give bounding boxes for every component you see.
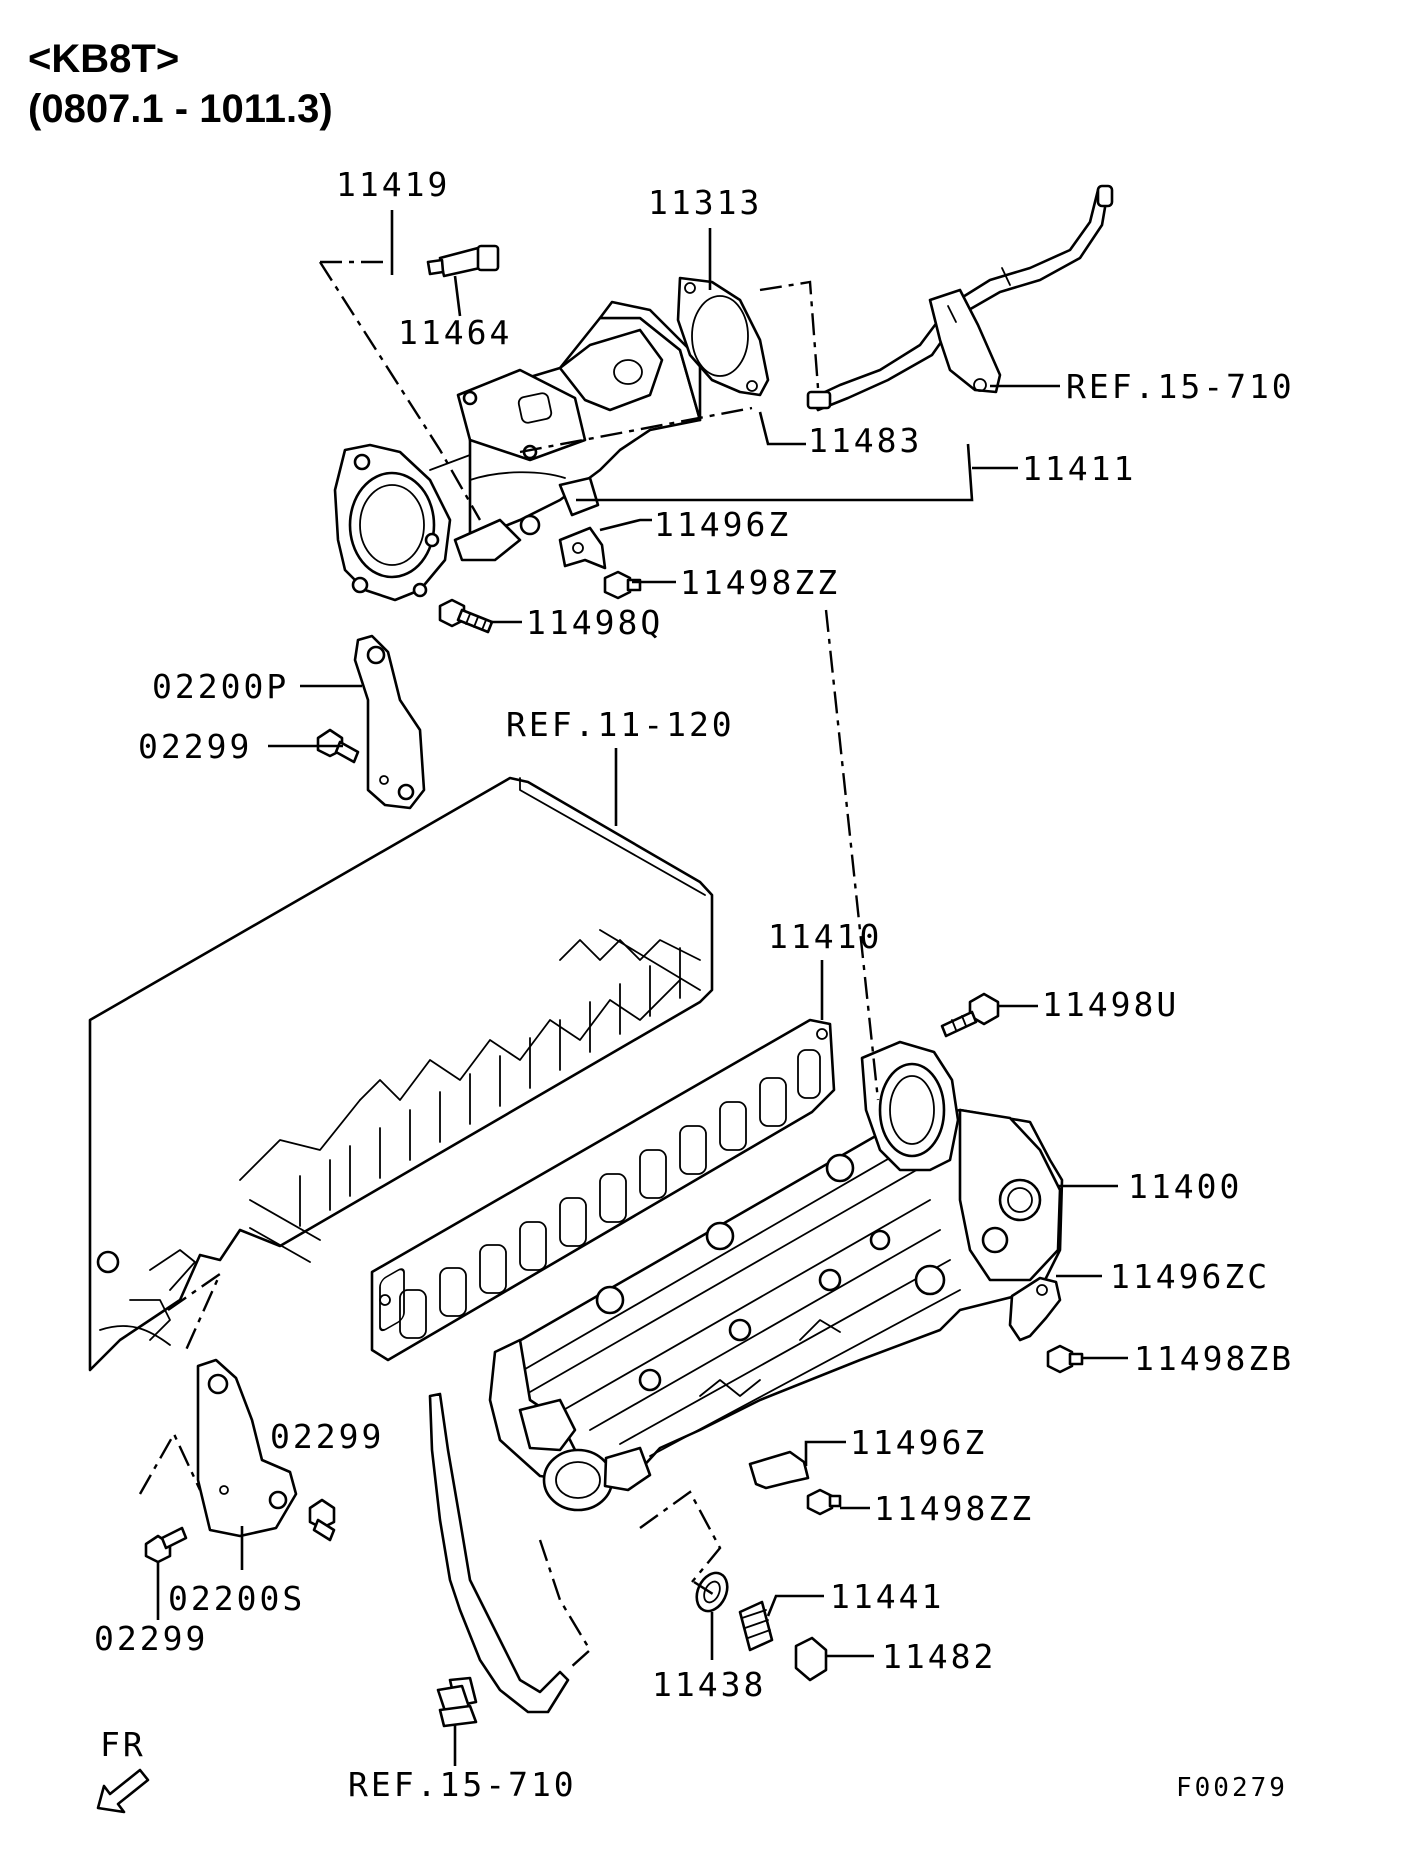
assembly-lines xyxy=(138,260,880,1669)
label-11411: 11411 xyxy=(1022,449,1136,488)
label-11419: 11419 xyxy=(336,165,450,204)
label-11496z-bottom: 11496Z xyxy=(850,1423,987,1462)
egr-housing-assembly[interactable] xyxy=(333,300,702,602)
label-11498q: 11498Q xyxy=(526,603,663,642)
bracket-11496z-top[interactable] xyxy=(558,526,607,570)
label-11498u: 11498U xyxy=(1042,985,1179,1024)
production-period: (0807.1 - 1011.3) xyxy=(28,87,333,131)
label-11482: 11482 xyxy=(882,1637,996,1676)
spring-11441[interactable] xyxy=(738,1600,774,1652)
label-11498zz-bottom: 11498ZZ xyxy=(874,1489,1034,1528)
label-11464: 11464 xyxy=(398,313,512,352)
gasket-11313[interactable] xyxy=(676,276,770,397)
label-11313: 11313 xyxy=(648,183,762,222)
label-11496z-top: 11496Z xyxy=(654,505,791,544)
intake-manifold-11400[interactable] xyxy=(488,1040,1064,1512)
valve-11482[interactable] xyxy=(794,1636,828,1682)
label-11438: 11438 xyxy=(652,1665,766,1704)
label-ref-11-120: REF.11-120 xyxy=(506,705,735,744)
label-11410: 11410 xyxy=(768,917,882,956)
bolt-11498zb[interactable] xyxy=(1046,1344,1084,1374)
bracket-11496zc[interactable] xyxy=(1008,1276,1062,1342)
figure-code: F00279 xyxy=(1176,1773,1288,1803)
part-labels: 11419 11313 11464 REF.15-710 11483 11411… xyxy=(94,165,1295,1804)
bolt-11498u[interactable] xyxy=(940,992,1000,1038)
bracket-11496z-bottom[interactable] xyxy=(748,1450,810,1490)
label-ref-15-710-bottom: REF.15-710 xyxy=(348,1765,577,1804)
bracket-02200s[interactable] xyxy=(196,1358,298,1538)
leader-lines xyxy=(156,210,1128,1660)
label-02299-top: 02299 xyxy=(138,727,252,766)
seal-11438[interactable] xyxy=(691,1568,733,1616)
cylinder-head[interactable] xyxy=(88,776,714,1372)
label-11441: 11441 xyxy=(830,1577,944,1616)
label-02200p: 02200P xyxy=(152,667,289,706)
manifold-gasket-11410[interactable] xyxy=(370,1018,836,1362)
egr-hose-bottom[interactable] xyxy=(428,1392,570,1766)
label-11483: 11483 xyxy=(808,421,922,460)
egr-pipe-top[interactable] xyxy=(806,184,1114,412)
label-02200s: 02200S xyxy=(168,1579,305,1618)
label-ref-15-710-top: REF.15-710 xyxy=(1066,367,1295,406)
label-11498zb: 11498ZB xyxy=(1134,1339,1294,1378)
bolt-11498zz-top[interactable] xyxy=(603,570,642,600)
bolt-11498zz-bottom[interactable] xyxy=(806,1488,842,1516)
model-code: <KB8T> xyxy=(28,37,179,81)
bolt-02299-mid[interactable] xyxy=(308,1498,336,1542)
label-11498zz-top: 11498ZZ xyxy=(680,563,840,602)
bolt-02299-bottom[interactable] xyxy=(144,1526,188,1564)
sensor-11464[interactable] xyxy=(426,244,500,317)
front-indicator: FR xyxy=(96,1725,150,1814)
bolt-11498q[interactable] xyxy=(438,598,494,634)
label-11496zc: 11496ZC xyxy=(1110,1257,1270,1296)
bracket-02200p[interactable] xyxy=(353,634,426,810)
front-label: FR xyxy=(100,1725,146,1764)
label-02299-mid: 02299 xyxy=(270,1417,384,1456)
label-02299-bottom: 02299 xyxy=(94,1619,208,1658)
front-arrow-icon xyxy=(96,1768,150,1814)
label-11400: 11400 xyxy=(1128,1167,1242,1206)
